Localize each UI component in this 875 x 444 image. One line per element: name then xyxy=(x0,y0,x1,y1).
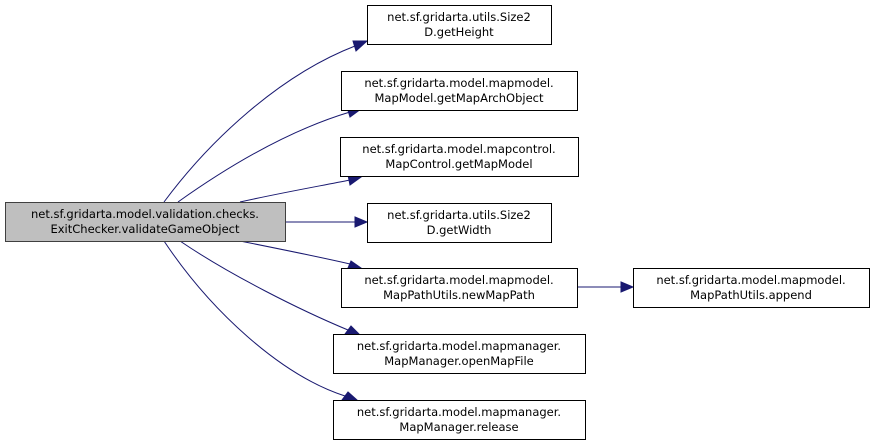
node-root[interactable]: net.sf.gridarta.model.validation.checks.… xyxy=(5,202,286,242)
node-mapcontrol-getmapmodel[interactable]: net.sf.gridarta.model.mapcontrol. MapCon… xyxy=(340,137,579,177)
node-line-1: net.sf.gridarta.model.mapcontrol. xyxy=(362,142,555,156)
edge-newmappath-to-append xyxy=(577,281,635,293)
edge-root-to-getwidth xyxy=(285,216,369,228)
edge-root-to-getmapmodel xyxy=(239,174,363,203)
node-mapmodel-getmaparchobject[interactable]: net.sf.gridarta.model.mapmodel. MapModel… xyxy=(341,71,578,111)
node-line-2: D.getWidth xyxy=(427,223,492,237)
edge-root-to-getmaparchobject xyxy=(177,106,363,203)
node-line-1: net.sf.gridarta.model.mapmodel. xyxy=(364,76,553,90)
node-line-2: MapPathUtils.newMapPath xyxy=(383,288,535,302)
edge-root-to-release xyxy=(163,240,359,401)
node-line-1: net.sf.gridarta.utils.Size2 xyxy=(387,208,531,222)
edge-root-to-getheight xyxy=(163,40,369,203)
node-line-1: net.sf.gridarta.utils.Size2 xyxy=(387,10,531,24)
node-size2d-getwidth[interactable]: net.sf.gridarta.utils.Size2 D.getWidth xyxy=(367,203,552,243)
node-line-2: MapModel.getMapArchObject xyxy=(374,91,544,105)
node-line-1: net.sf.gridarta.model.mapmanager. xyxy=(357,405,561,419)
node-mappathutils-newmappath[interactable]: net.sf.gridarta.model.mapmodel. MapPathU… xyxy=(341,268,578,308)
node-line-1: net.sf.gridarta.model.mapmanager. xyxy=(357,339,561,353)
edge-root-to-openmapfile xyxy=(179,240,362,336)
edge-root-to-newmappath xyxy=(239,240,363,269)
node-mapmanager-release[interactable]: net.sf.gridarta.model.mapmanager. MapMan… xyxy=(333,400,586,440)
node-line-2: MapManager.openMapFile xyxy=(384,354,534,368)
node-line-2: D.getHeight xyxy=(424,25,494,39)
node-line-2: MapManager.release xyxy=(399,420,518,434)
node-line-1: net.sf.gridarta.model.mapmodel. xyxy=(364,273,553,287)
node-mappathutils-append[interactable]: net.sf.gridarta.model.mapmodel. MapPathU… xyxy=(633,268,870,308)
node-root-line-1: net.sf.gridarta.model.validation.checks. xyxy=(31,207,259,221)
node-line-1: net.sf.gridarta.model.mapmodel. xyxy=(656,273,845,287)
node-root-line-2: ExitChecker.validateGameObject xyxy=(50,222,239,236)
node-mapmanager-openmapfile[interactable]: net.sf.gridarta.model.mapmanager. MapMan… xyxy=(333,334,586,374)
node-size2d-getheight[interactable]: net.sf.gridarta.utils.Size2 D.getHeight xyxy=(367,5,552,45)
node-line-2: MapControl.getMapModel xyxy=(385,157,532,171)
node-line-2: MapPathUtils.append xyxy=(690,288,812,302)
